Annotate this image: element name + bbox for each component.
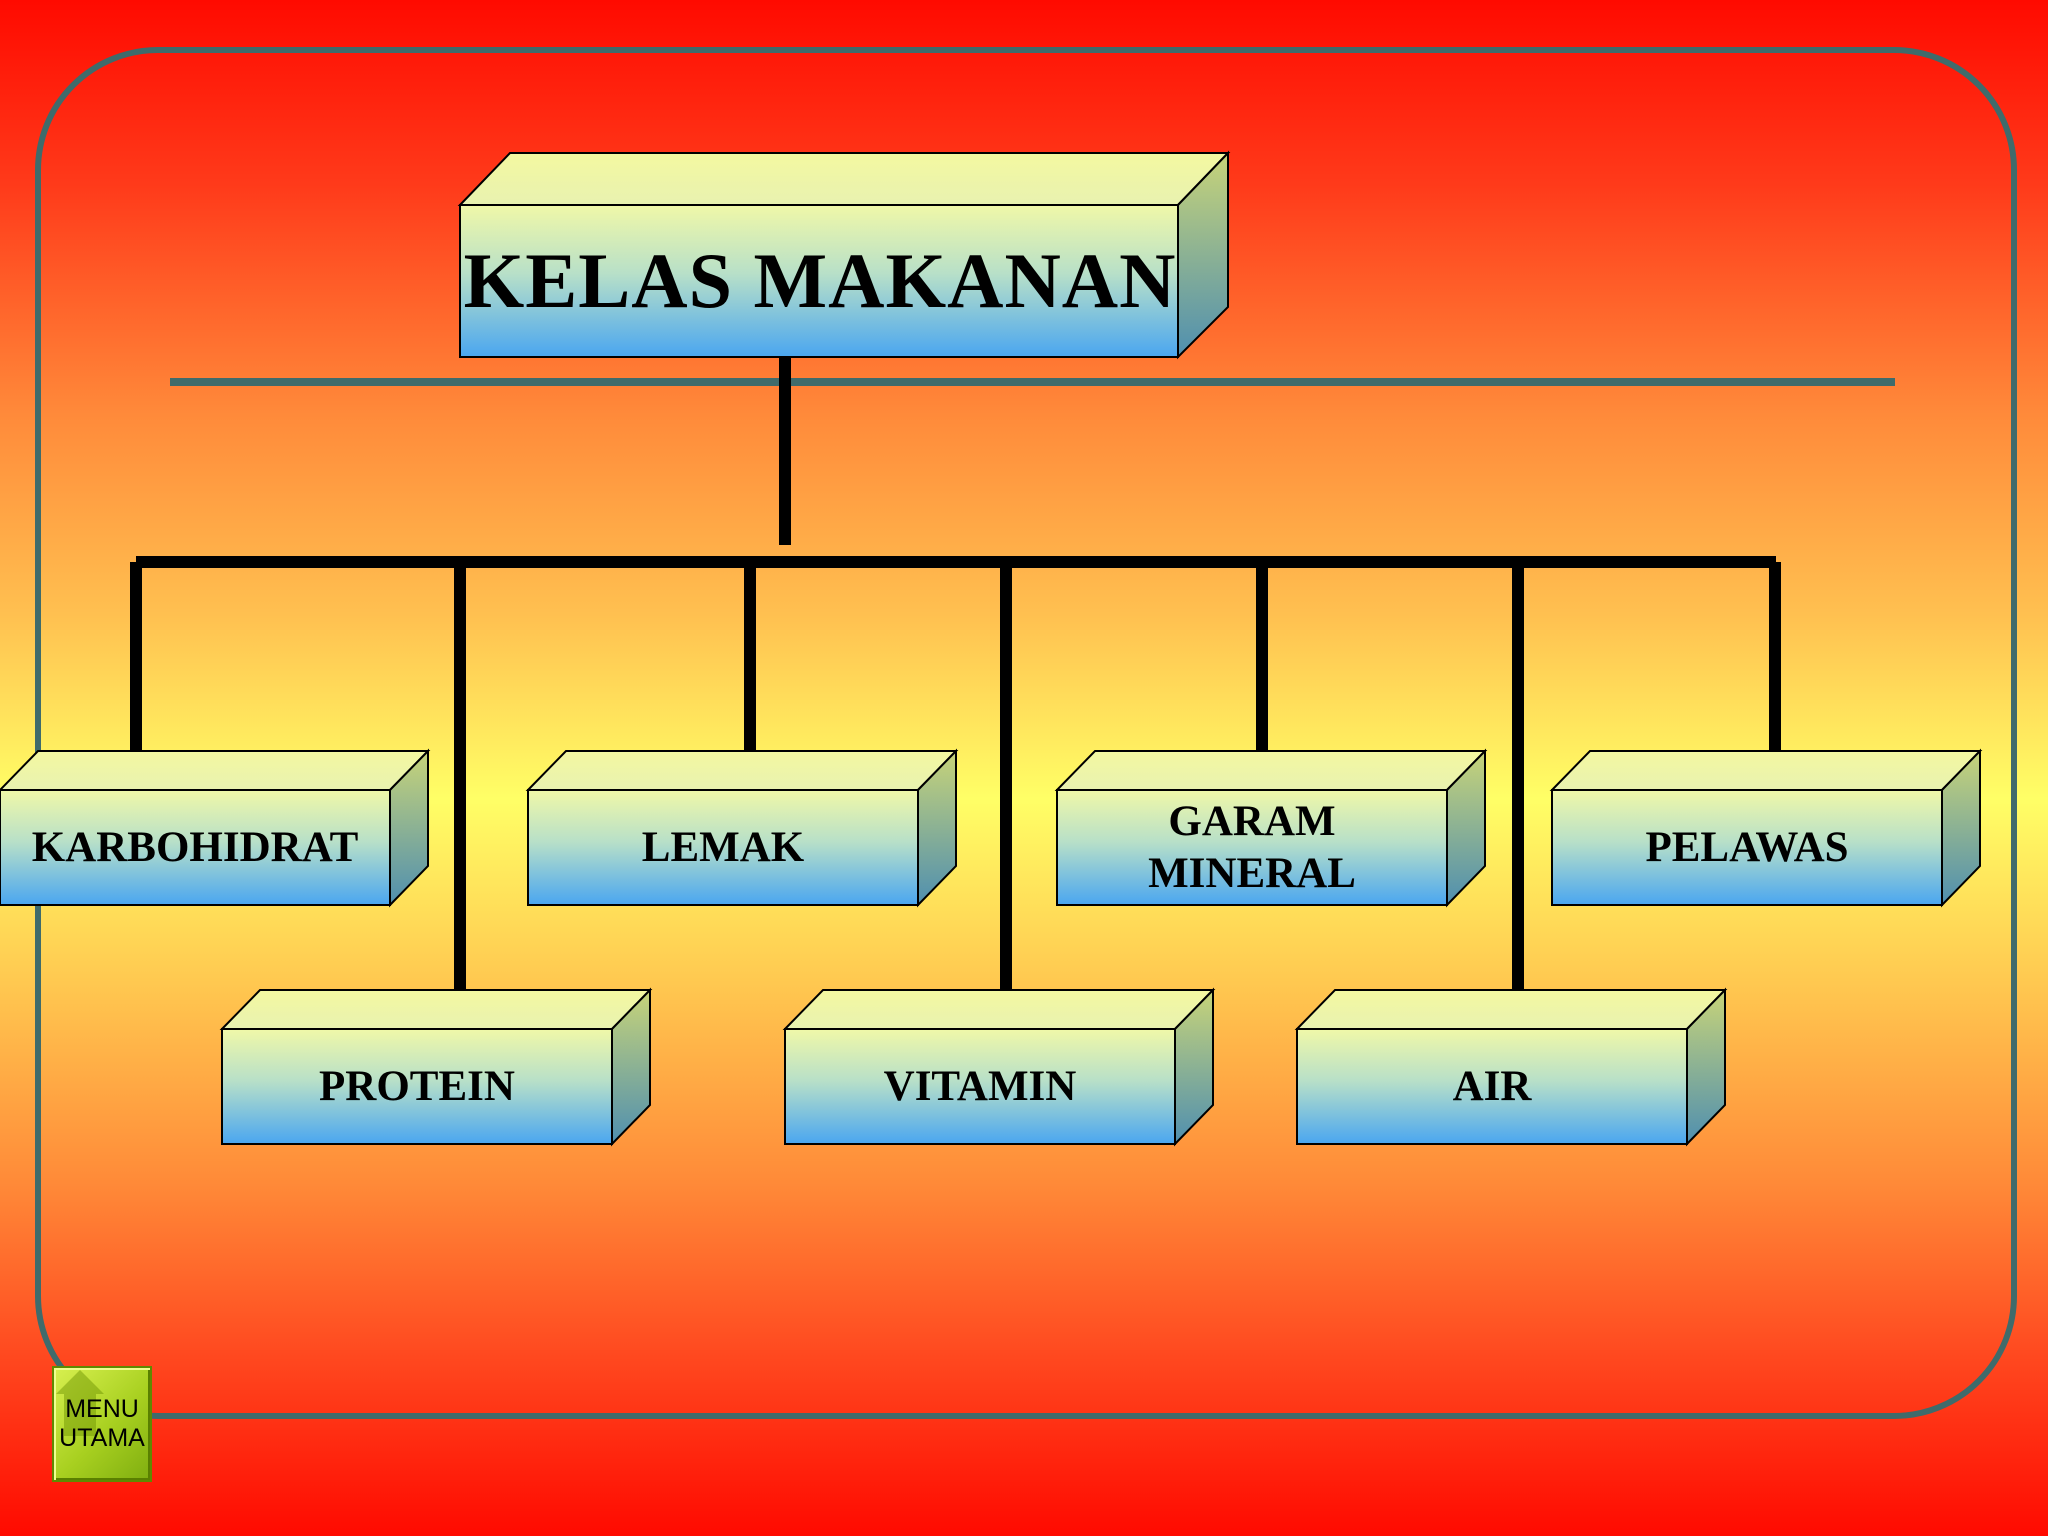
node-box-garam-mineral: [1054, 748, 1488, 908]
node-label-pelawas: PELAWAS: [1645, 823, 1849, 871]
node-box-air: [1294, 987, 1728, 1147]
node-label-air: AIR: [1452, 1062, 1532, 1110]
node-label-vitamin: VITAMIN: [883, 1062, 1077, 1110]
menu-button-line1: MENU: [65, 1395, 139, 1424]
node-box-protein: [219, 987, 653, 1147]
connector-lines: [130, 358, 1781, 1005]
node-box-lemak: [525, 748, 959, 908]
menu-utama-button[interactable]: MENU UTAMA: [52, 1366, 152, 1482]
node-label-karbohidrat: KARBOHIDRAT: [31, 823, 359, 871]
node-label-lemak: LEMAK: [641, 823, 805, 871]
node-box-karbohidrat: [0, 748, 431, 908]
slide-frame: [35, 47, 2017, 1419]
menu-button-line2: UTAMA: [59, 1424, 145, 1452]
node-box-pelawas: [1549, 748, 1983, 908]
node-label-garam-mineral: GARAM MINERAL: [1148, 797, 1356, 897]
node-box-vitamin: [782, 987, 1216, 1147]
home-icon: [56, 1370, 104, 1436]
node-label-protein: PROTEIN: [319, 1062, 515, 1110]
diagram-title: KELAS MAKANAN: [463, 237, 1177, 325]
title-box: [457, 150, 1231, 360]
